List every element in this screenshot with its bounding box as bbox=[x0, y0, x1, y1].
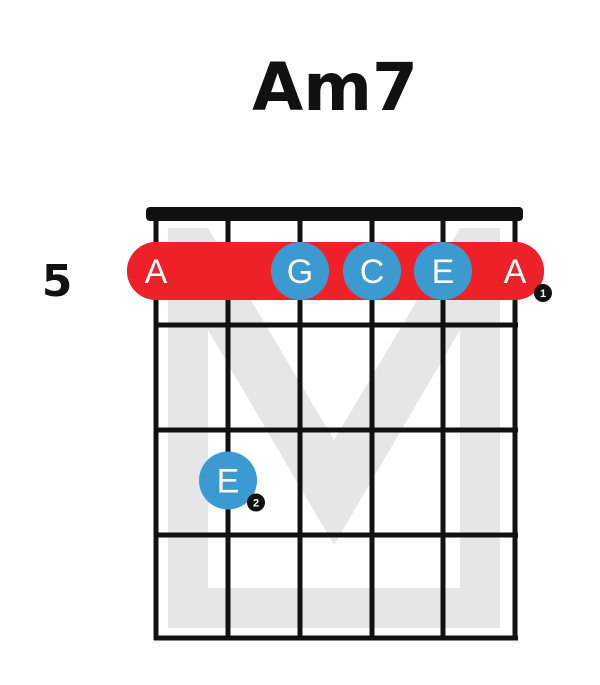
note-label: C bbox=[360, 253, 385, 291]
note-circle bbox=[343, 242, 401, 300]
string-line bbox=[153, 213, 159, 640]
note-marker: C bbox=[343, 242, 401, 300]
fret-line bbox=[154, 532, 518, 538]
string-line bbox=[297, 213, 303, 640]
note-label: A bbox=[145, 253, 168, 291]
note-marker: A bbox=[127, 242, 185, 300]
watermark-m-shape bbox=[168, 228, 500, 628]
nut-bar bbox=[146, 207, 523, 221]
string-line bbox=[512, 213, 518, 640]
chord-title: Am7 bbox=[252, 49, 418, 126]
note-marker: A1 bbox=[486, 242, 552, 302]
finger-number: 2 bbox=[253, 498, 259, 510]
barre-bar bbox=[127, 242, 544, 300]
note-circle bbox=[486, 242, 544, 300]
starting-fret-label: 5 bbox=[42, 256, 73, 307]
finger-badge bbox=[534, 284, 552, 302]
note-marker: G bbox=[271, 242, 329, 300]
note-marker: E2 bbox=[199, 451, 265, 512]
watermark-logo bbox=[168, 228, 500, 628]
finger-badge bbox=[247, 493, 265, 512]
fret-line bbox=[154, 635, 518, 641]
barre-group bbox=[127, 242, 544, 300]
note-label: A bbox=[504, 253, 527, 291]
string-line bbox=[225, 213, 231, 640]
note-circle bbox=[271, 242, 329, 300]
fretboard-grid bbox=[146, 207, 523, 641]
note-circle bbox=[127, 242, 185, 300]
note-circle bbox=[199, 451, 257, 510]
note-circle bbox=[414, 242, 472, 300]
string-line bbox=[369, 213, 375, 640]
string-line bbox=[440, 213, 446, 640]
note-label: E bbox=[217, 463, 240, 501]
finger-number: 1 bbox=[540, 288, 546, 300]
fret-line bbox=[154, 427, 518, 433]
fret-line bbox=[154, 322, 518, 328]
note-label: E bbox=[432, 253, 455, 291]
note-label: G bbox=[287, 253, 313, 291]
note-marker: E bbox=[414, 242, 472, 300]
